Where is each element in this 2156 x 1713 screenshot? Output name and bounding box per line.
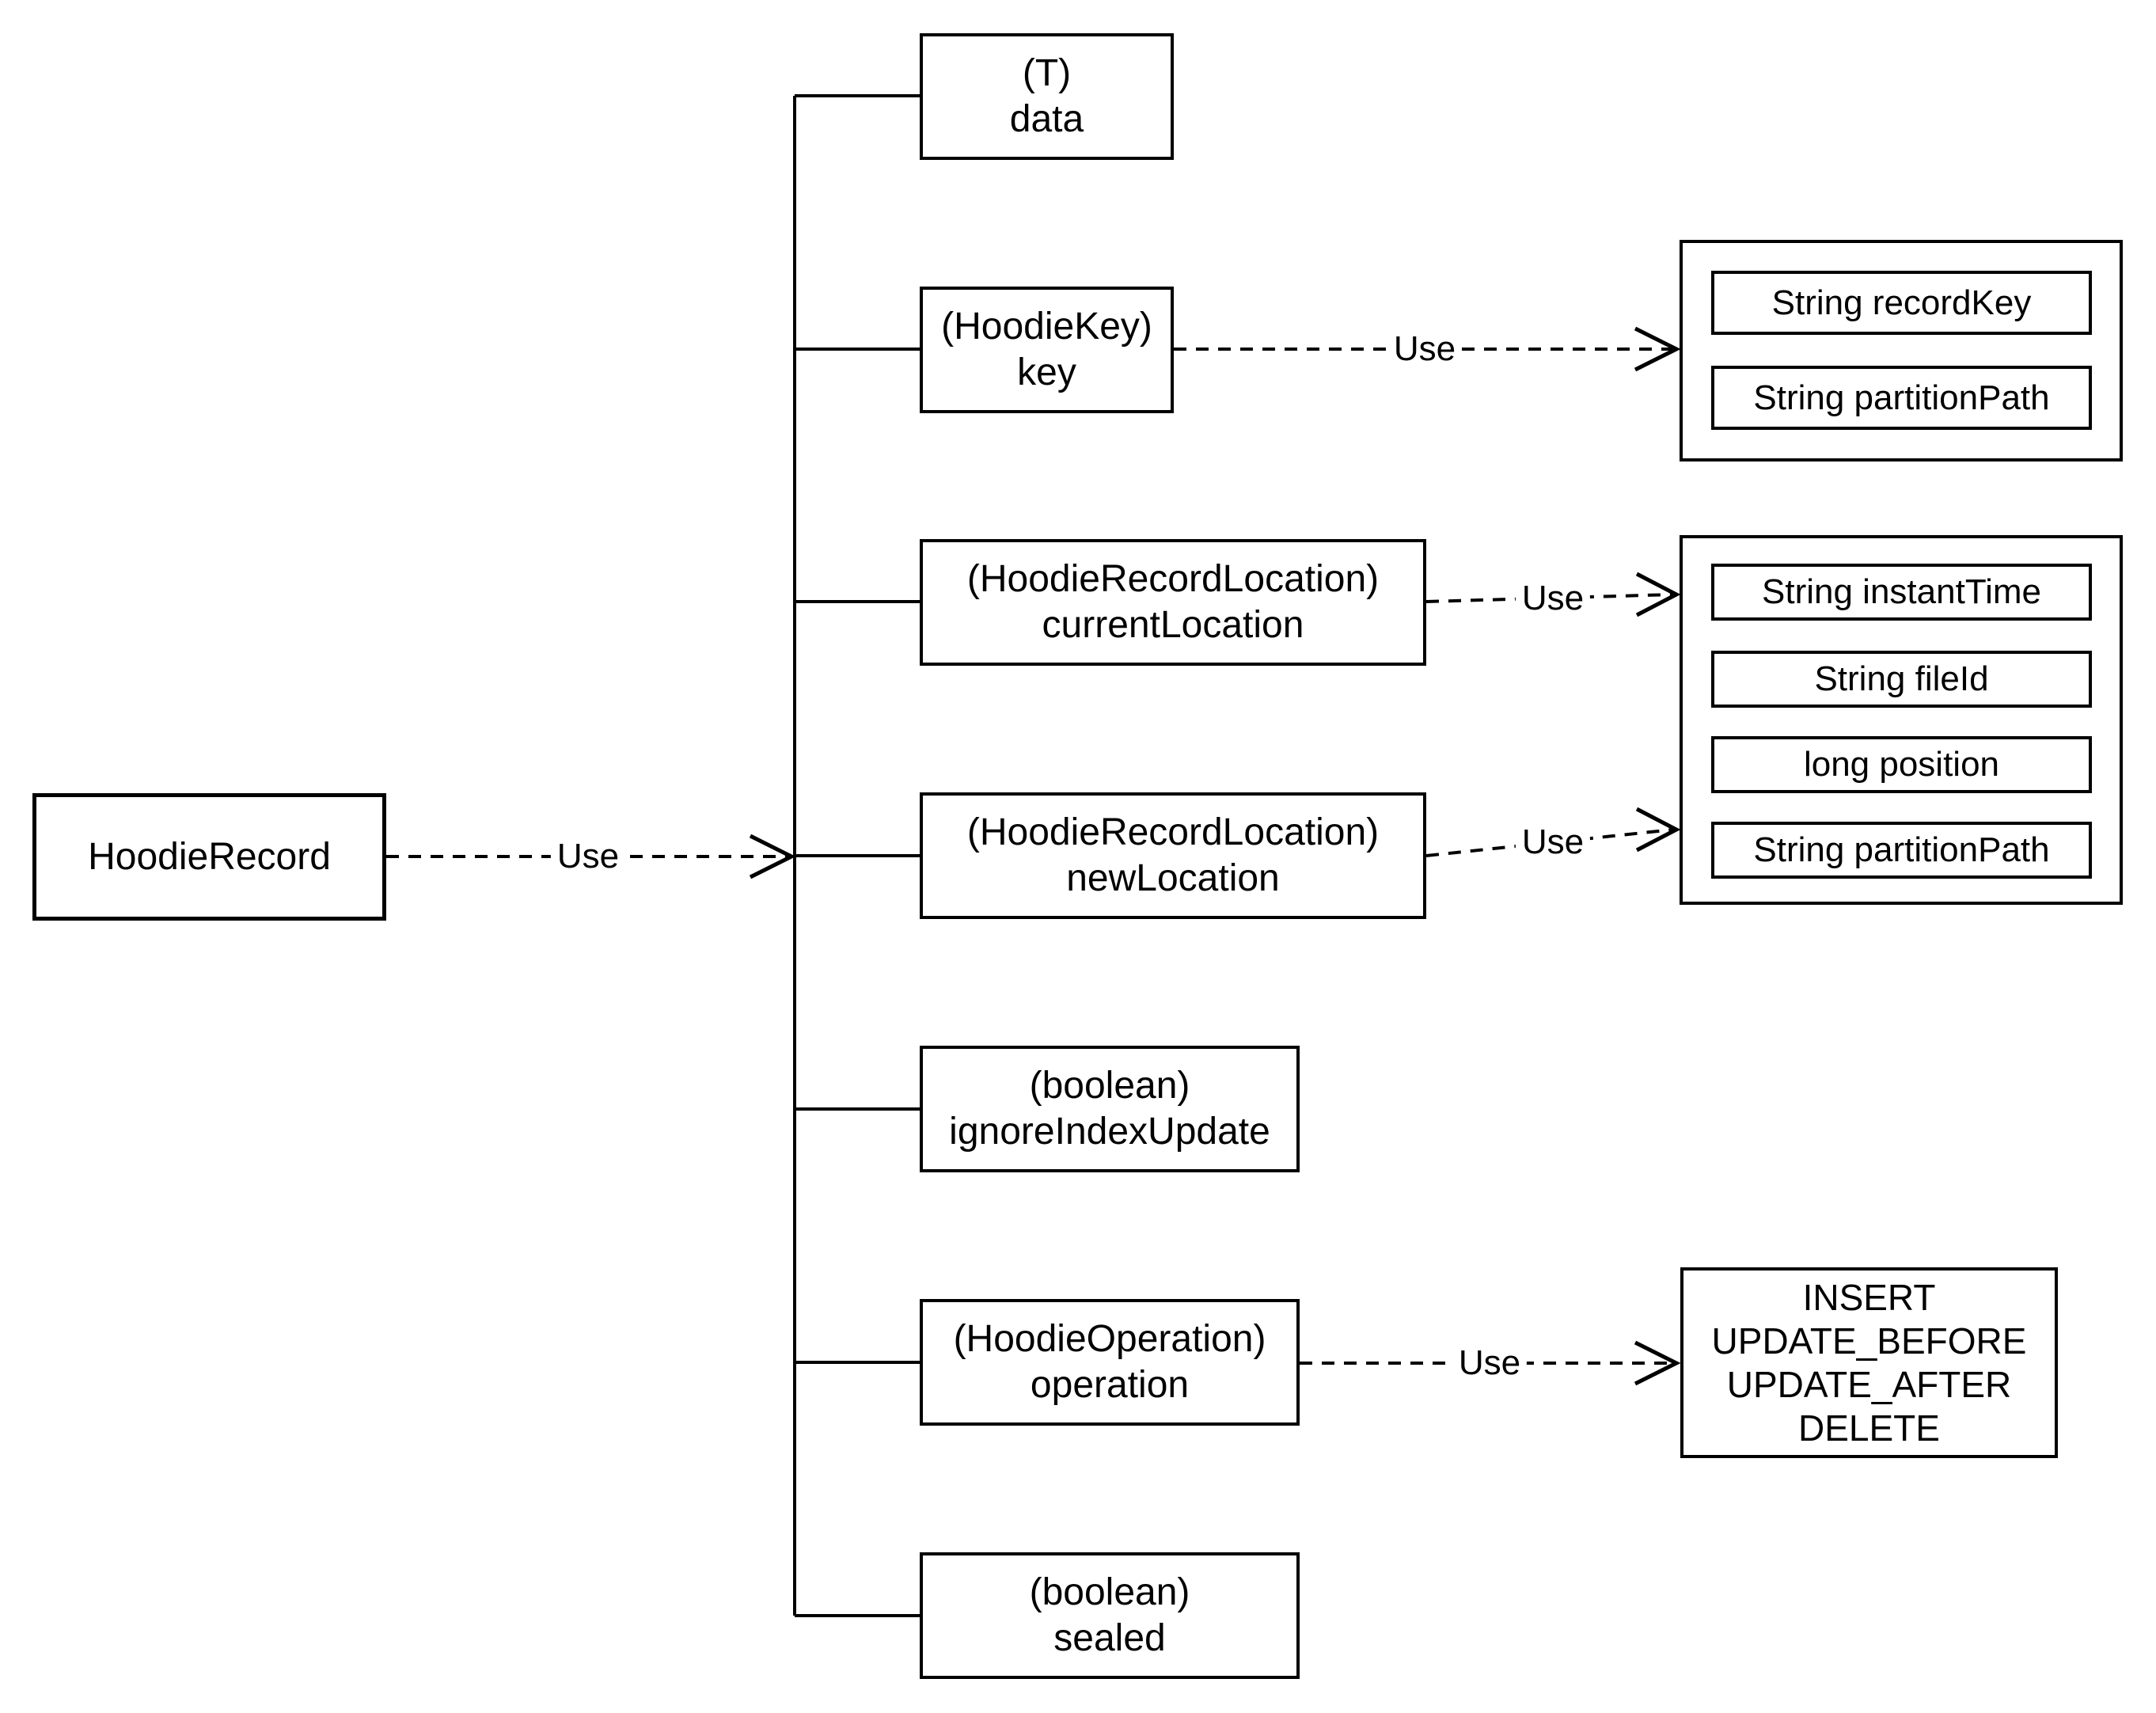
edge-label-use-hoodierecord: Use [550, 837, 626, 876]
use-edge-newlocation [1425, 828, 1674, 857]
edge-label-use-operation: Use [1452, 1343, 1528, 1383]
arrowhead-key [1634, 326, 1681, 372]
field-type: (HoodieRecordLocation) [966, 558, 1380, 600]
field-type: (T) [1022, 52, 1072, 94]
field-name: ignoreIndexUpdate [949, 1111, 1270, 1153]
member-label: String partitionPath [1753, 378, 2050, 417]
field-type: (HoodieOperation) [953, 1318, 1266, 1360]
enum-value-update-before: UPDATE_BEFORE [1711, 1320, 2027, 1362]
field-name: newLocation [1066, 857, 1280, 899]
field-type: (boolean) [1029, 1571, 1190, 1613]
field-name: data [1009, 98, 1084, 140]
field-type: (HoodieKey) [941, 306, 1152, 348]
field-name: key [1017, 351, 1076, 393]
edge-label-use-newlocation: Use [1515, 822, 1591, 862]
member-partitionpath: String partitionPath [1711, 822, 2092, 879]
member-instanttime: String instantTime [1711, 564, 2092, 621]
edge-label-use-currentlocation: Use [1515, 579, 1591, 618]
member-partitionpath: String partitionPath [1711, 366, 2092, 430]
member-recordkey: String recordKey [1711, 271, 2092, 335]
node-field-ignoreindexupdate: (boolean) ignoreIndexUpdate [920, 1046, 1300, 1172]
member-fileid: String fileId [1711, 651, 2092, 708]
field-name: operation [1030, 1364, 1190, 1406]
class-hoodiekey: String recordKey String partitionPath [1680, 240, 2123, 461]
member-label: long position [1803, 745, 2000, 784]
enum-value-insert: INSERT [1802, 1276, 1936, 1318]
node-field-sealed: (boolean) sealed [920, 1552, 1300, 1679]
member-label: String partitionPath [1753, 830, 2050, 869]
member-label: String fileId [1814, 659, 1989, 698]
arrowhead-operation [1634, 1340, 1681, 1386]
arrowhead-hoodierecord [749, 834, 796, 879]
node-hoodierecord: HoodieRecord [32, 793, 386, 921]
node-field-currentlocation: (HoodieRecordLocation) currentLocation [920, 539, 1426, 666]
arrowhead-currentlocation [1635, 572, 1681, 617]
enum-value-update-after: UPDATE_AFTER [1726, 1363, 2012, 1405]
node-field-newlocation: (HoodieRecordLocation) newLocation [920, 792, 1426, 919]
member-position: long position [1711, 736, 2092, 793]
node-field-key: (HoodieKey) key [920, 287, 1174, 413]
node-hoodierecord-label: HoodieRecord [88, 835, 331, 878]
edge-label-use-key: Use [1387, 329, 1463, 369]
enum-value-delete: DELETE [1798, 1407, 1940, 1449]
node-field-data: (T) data [920, 33, 1174, 160]
use-edge-currentlocation [1425, 593, 1674, 603]
member-label: String instantTime [1762, 572, 2041, 611]
class-hoodierecordlocation: String instantTime String fileId long po… [1680, 535, 2123, 905]
arrowhead-newlocation [1635, 807, 1681, 853]
field-type: (boolean) [1029, 1065, 1190, 1107]
field-type: (HoodieRecordLocation) [966, 811, 1380, 853]
field-name: sealed [1053, 1617, 1166, 1659]
node-field-operation: (HoodieOperation) operation [920, 1299, 1300, 1426]
member-label: String recordKey [1771, 283, 2032, 322]
enum-hoodieoperation: INSERT UPDATE_BEFORE UPDATE_AFTER DELETE [1680, 1267, 2058, 1458]
field-name: currentLocation [1042, 604, 1304, 646]
